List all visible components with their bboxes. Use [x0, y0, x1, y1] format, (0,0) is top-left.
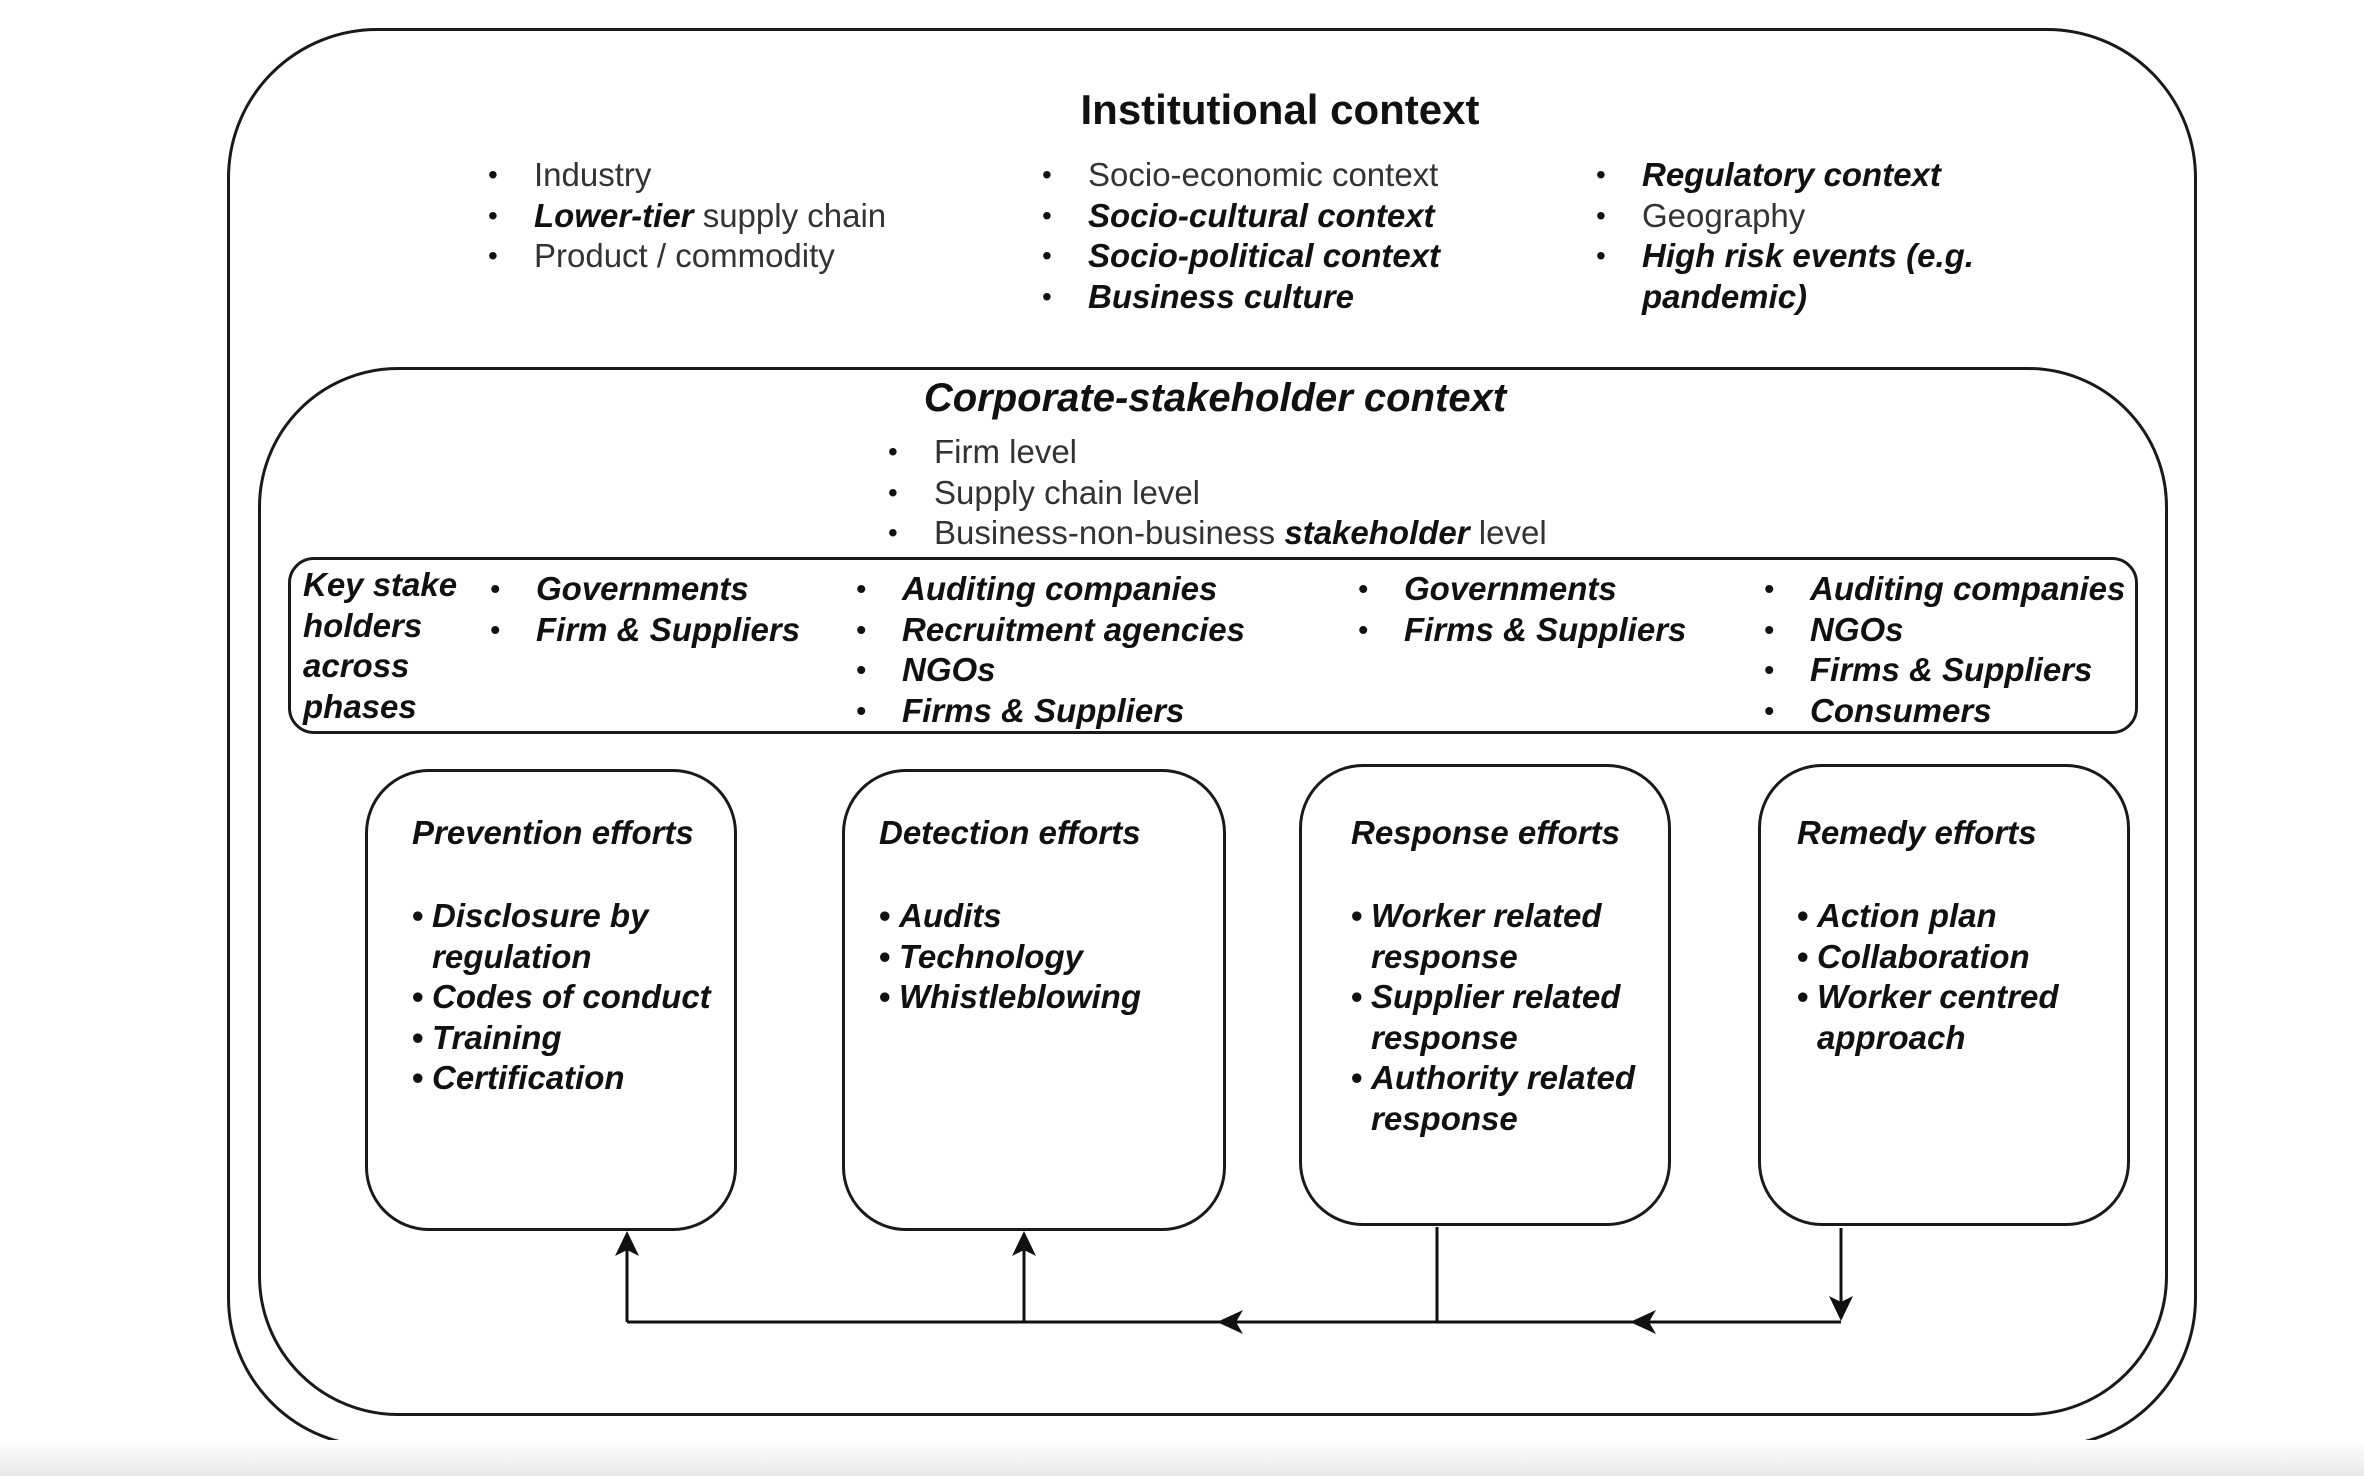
institutional-list-1: IndustryLower-tier supply chainProduct /… — [486, 155, 886, 277]
institutional-factor-item-emphasis: Regulatory context — [1642, 156, 1941, 193]
stakeholder-item: Auditing companies — [854, 569, 1245, 610]
corporate-level-item: Supply chain level — [886, 473, 1547, 514]
corporate-level-item: Firm level — [886, 432, 1547, 473]
institutional-context-title: Institutional context — [1080, 86, 1480, 133]
response-efforts-box: Response efforts Worker related response… — [1299, 764, 1671, 1226]
effort-item: Worker related response — [1351, 896, 1651, 977]
effort-item: Authority related response — [1351, 1058, 1651, 1139]
institutional-factor-item-emphasis: Socio-cultural context — [1088, 196, 1435, 234]
stakeholder-item: Governments — [488, 569, 800, 610]
institutional-factor-item: Socio-cultural context — [1040, 196, 1440, 237]
institutional-factor-item-emphasis: Business culture — [1088, 277, 1354, 315]
detection-efforts-box: Detection efforts AuditsTechnologyWhistl… — [842, 769, 1226, 1231]
effort-item: Action plan — [1797, 896, 2087, 937]
corporate-levels-list: Firm levelSupply chain levelBusiness-non… — [886, 432, 1547, 554]
institutional-list-3: Regulatory contextGeographyHigh risk eve… — [1594, 155, 1982, 317]
institutional-factor-item: Lower-tier supply chain — [486, 196, 886, 237]
response-efforts-list: Worker related responseSupplier related … — [1351, 896, 1651, 1139]
remedy-efforts-list: Action planCollaborationWorker centred a… — [1797, 896, 2087, 1058]
corporate-level-item: Business-non-business stakeholder level — [886, 513, 1547, 554]
key-stakeholders-band — [288, 557, 2138, 734]
effort-item: Whistleblowing — [879, 977, 1199, 1018]
stakeholders-detection: Auditing companiesRecruitment agenciesNG… — [854, 569, 1245, 731]
institutional-factor-item-emphasis: Lower-tier — [534, 196, 694, 234]
corporate-stakeholder-title: Corporate-stakeholder context — [923, 376, 1507, 420]
institutional-factor-item: Regulatory context — [1594, 155, 1982, 196]
stakeholder-item: Firms & Suppliers — [1356, 610, 1686, 651]
institutional-factor-item: Product / commodity — [486, 236, 886, 277]
institutional-factor-item: Socio-political context — [1040, 236, 1440, 277]
stakeholder-item: NGOs — [1762, 610, 2125, 651]
stakeholders-prevention: GovernmentsFirm & Suppliers — [488, 569, 800, 650]
effort-item: Worker centred approach — [1797, 977, 2087, 1058]
institutional-factor-item: Socio-economic context — [1040, 155, 1440, 196]
arrowhead-up-detection — [1012, 1231, 1036, 1256]
stakeholders-response: GovernmentsFirms & Suppliers — [1356, 569, 1686, 650]
effort-item: Disclosure by regulation — [412, 896, 712, 977]
arrowhead-up-prevention — [615, 1231, 639, 1256]
response-efforts-title: Response efforts — [1351, 814, 1620, 851]
prevention-efforts-box: Prevention efforts Disclosure by regulat… — [365, 769, 737, 1231]
stakeholder-item: Auditing companies — [1762, 569, 2125, 610]
bottom-page-shadow — [0, 1440, 2364, 1476]
arrowhead-down-remedy — [1829, 1296, 1853, 1321]
stakeholder-item: Consumers — [1762, 691, 2125, 732]
institutional-factor-item: High risk events (e.g. pandemic) — [1594, 236, 1982, 317]
stakeholder-item: Firm & Suppliers — [488, 610, 800, 651]
arrowhead-left-1 — [1217, 1310, 1243, 1334]
arrowhead-left-2 — [1630, 1310, 1656, 1334]
effort-item: Training — [412, 1018, 712, 1059]
stakeholder-item: Governments — [1356, 569, 1686, 610]
detection-efforts-list: AuditsTechnologyWhistleblowing — [879, 896, 1199, 1018]
effort-item: Technology — [879, 937, 1199, 978]
stakeholder-item: NGOs — [854, 650, 1245, 691]
institutional-factor-item: Geography — [1594, 196, 1982, 237]
corporate-stakeholder-frame — [258, 367, 2168, 1416]
key-stakeholders-label: Key stake holders across phases — [303, 566, 458, 725]
stakeholder-item: Firms & Suppliers — [1762, 650, 2125, 691]
institutional-factor-item: Business culture — [1040, 277, 1440, 318]
effort-item: Codes of conduct — [412, 977, 712, 1018]
prevention-efforts-list: Disclosure by regulationCodes of conduct… — [412, 896, 712, 1099]
remedy-efforts-title: Remedy efforts — [1797, 814, 2037, 851]
stakeholder-item: Recruitment agencies — [854, 610, 1245, 651]
effort-item: Certification — [412, 1058, 712, 1099]
institutional-factor-item-emphasis: High risk events (e.g. pandemic) — [1642, 237, 1974, 315]
remedy-efforts-box: Remedy efforts Action planCollaborationW… — [1758, 764, 2130, 1226]
corporate-level-emphasis: stakeholder — [1284, 514, 1470, 551]
institutional-list-2: Socio-economic contextSocio-cultural con… — [1040, 155, 1440, 317]
institutional-factor-item: Industry — [486, 155, 886, 196]
institutional-factor-item-emphasis: Socio-political context — [1088, 237, 1441, 274]
stakeholder-item: Firms & Suppliers — [854, 691, 1245, 732]
prevention-efforts-title: Prevention efforts — [412, 814, 694, 851]
detection-efforts-title: Detection efforts — [879, 814, 1141, 851]
effort-item: Audits — [879, 896, 1199, 937]
effort-item: Supplier related response — [1351, 977, 1651, 1058]
effort-item: Collaboration — [1797, 937, 2087, 978]
stakeholders-remedy: Auditing companiesNGOsFirms & SuppliersC… — [1762, 569, 2125, 731]
